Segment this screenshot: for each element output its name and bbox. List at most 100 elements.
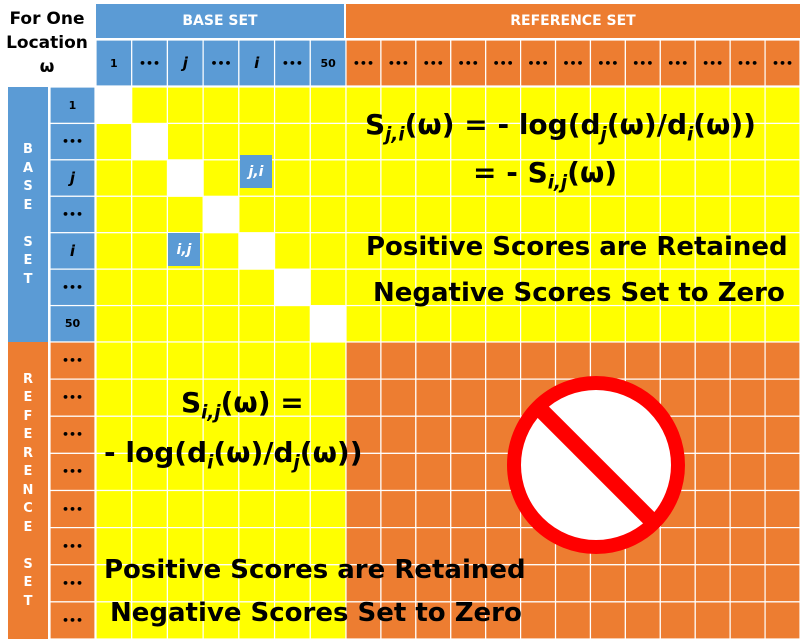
reference-base-cell [131,564,169,603]
reference-row-header-cell [49,489,96,529]
base-base-cell [131,159,169,197]
row-header-label: ••• [61,135,84,149]
base-reference-cell [554,232,592,270]
base-reference-cell [624,86,661,125]
side-letter: E [23,197,33,213]
base-base-cell [309,232,347,270]
base-base-cell [166,304,204,343]
reference-reference-cell [450,415,487,454]
reference-row-header-label: ••• [61,391,84,405]
reference-base-cell [238,564,276,603]
base-reference-cell [694,86,731,125]
side-letter: B [23,142,33,157]
reference-base-cell [309,489,347,529]
reference-column-header-cell [624,39,661,87]
base-reference-cell [624,304,661,343]
reference-reference-cell [729,341,766,380]
side-letter: E [23,464,33,480]
column-header-label: ••• [210,56,232,70]
reference-reference-cell [554,564,592,603]
base-reference-cell [415,122,452,161]
reference-base-cell [95,415,133,454]
reference-reference-cell [659,564,696,603]
reference-column-header-label: ••• [737,56,759,70]
column-header-cell [166,39,204,87]
base-reference-cell [764,122,800,161]
reference-base-cell [309,601,347,639]
reference-reference-cell [694,341,731,380]
reference-column-header-label: ••• [457,56,479,70]
reference-row-header-cell [49,527,96,566]
cell-j-i: j,i [240,155,272,188]
reference-row-header-label: ••• [61,428,84,442]
base-reference-cell [485,195,522,234]
side-letter: E [23,519,33,535]
reference-base-cell [273,564,311,603]
side-letter: R [22,371,33,387]
message-bottom-negative: Negative Scores Set to Zero [110,598,522,628]
reference-reference-cell [729,564,766,603]
reference-base-cell [95,452,133,492]
reference-reference-cell [554,341,592,380]
reference-base-cell [131,601,169,639]
base-reference-cell [659,232,696,270]
reference-column-header-label: ••• [387,56,409,70]
reference-reference-cell [345,601,382,639]
reference-base-cell [95,564,133,603]
reference-reference-cell [659,341,696,380]
side-letter: E [23,575,33,591]
reference-reference-cell [729,452,766,492]
base-reference-cell [450,304,487,343]
reference-set-top-label: REFERENCE SET [510,13,636,29]
column-header-cell [202,39,240,87]
base-base-cell [309,159,347,197]
reference-reference-cell [694,601,731,639]
column-header-label: j [182,54,188,72]
base-reference-cell [415,159,452,197]
reference-column-header-cell [520,39,557,87]
reference-base-cell [131,452,169,492]
side-letter: F [23,408,33,424]
base-reference-cell [624,232,661,270]
base-base-cell [131,195,169,234]
side-letter: N [22,482,34,498]
base-base-cell [202,86,240,125]
base-reference-cell [694,195,731,234]
base-base-cell [273,195,311,234]
base-reference-cell [729,304,766,343]
base-set-side-band [8,87,48,342]
base-reference-cell [520,304,557,343]
reference-base-cell [238,341,276,380]
base-base-cell [131,86,169,125]
base-reference-cell [659,304,696,343]
base-base-cell [166,195,204,234]
reference-reference-cell [380,452,417,492]
base-reference-cell [694,122,731,161]
base-reference-cell [415,86,452,125]
base-reference-cell [659,122,696,161]
base-reference-cell [485,86,522,125]
reference-reference-cell [764,601,800,639]
row-header-label: i [69,241,76,260]
base-reference-cell [345,159,382,197]
base-reference-cell [729,122,766,161]
reference-column-header-label: ••• [352,56,374,70]
reference-reference-cell [694,489,731,529]
reference-reference-cell [450,601,487,639]
reference-base-cell [131,489,169,529]
reference-reference-cell [659,601,696,639]
reference-column-header-cell [589,39,626,87]
reference-column-header-label: ••• [527,56,549,70]
reference-reference-cell [729,527,766,566]
reference-row-header-label: ••• [61,354,84,368]
reference-reference-cell [764,527,800,566]
side-letter: S [23,179,33,194]
reference-base-cell [166,564,204,603]
base-base-cell [238,86,276,125]
base-reference-cell [450,195,487,234]
base-base-cell [238,304,276,343]
reference-column-header-label: ••• [422,56,444,70]
reference-reference-cell [485,601,522,639]
formula-top-line-1: Sj,i(ω) = - log(dj(ω)/di(ω)) [365,108,756,146]
